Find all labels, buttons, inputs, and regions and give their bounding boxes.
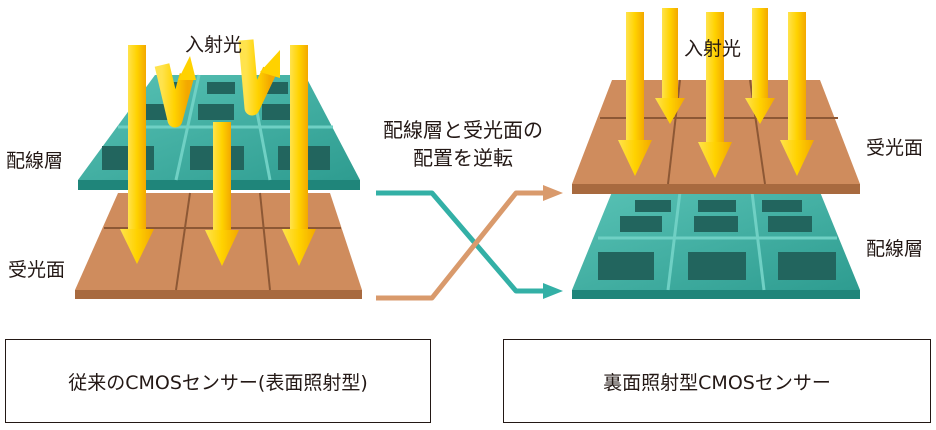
swap-explanation-line1: 配線層と受光面の xyxy=(383,118,543,142)
left-incident-light xyxy=(120,39,316,266)
wiring-window xyxy=(262,104,298,120)
conventional-sensor-caption-text: 従来のCMOSセンサー(表面照射型) xyxy=(68,371,368,394)
wiring-window xyxy=(778,252,836,280)
backside-sensor-caption: 裏面照射型CMOSセンサー xyxy=(503,339,931,423)
wiring-window xyxy=(762,200,802,212)
right-receiving-surface-label: 受光面 xyxy=(866,137,924,159)
backside-sensor-caption-text: 裏面照射型CMOSセンサー xyxy=(603,371,831,394)
right-incident-light xyxy=(618,8,814,178)
swap-explanation: 配線層と受光面の 配置を逆転 xyxy=(358,116,568,172)
light-arrow-icon xyxy=(655,8,685,124)
light-arrow-icon xyxy=(745,8,775,124)
light-arrow-icon xyxy=(780,12,814,176)
wiring-window xyxy=(198,104,234,120)
right-incident-light-label: 入射光 xyxy=(684,38,742,60)
wiring-window xyxy=(138,104,172,120)
left-incident-light-label: 入射光 xyxy=(185,34,243,56)
light-arrow-icon xyxy=(282,45,316,266)
right-wiring-layer-label: 配線層 xyxy=(866,238,924,260)
left-wiring-layer-label: 配線層 xyxy=(6,150,64,172)
light-arrow-icon xyxy=(120,45,154,264)
left-receiving-surface-label: 受光面 xyxy=(8,259,66,281)
wiring-window xyxy=(768,216,812,232)
wiring-window xyxy=(635,200,671,212)
swap-arrow-icon xyxy=(376,185,563,301)
wiring-window xyxy=(698,200,736,212)
light-arrow-icon xyxy=(205,122,239,266)
reflected-light-arrow-icon xyxy=(238,39,280,116)
wiring-window xyxy=(207,82,235,94)
wiring-window xyxy=(598,252,654,280)
right-wiring-plate xyxy=(572,191,860,299)
light-arrow-icon xyxy=(698,12,732,178)
swap-explanation-line2: 配置を逆転 xyxy=(413,146,513,170)
wiring-window xyxy=(694,216,738,232)
conventional-sensor-caption: 従来のCMOSセンサー(表面照射型) xyxy=(5,339,431,423)
reflected-light-arrow-icon xyxy=(154,56,196,128)
light-arrow-icon xyxy=(618,12,652,176)
wiring-window xyxy=(620,216,662,232)
wiring-window xyxy=(688,252,746,280)
